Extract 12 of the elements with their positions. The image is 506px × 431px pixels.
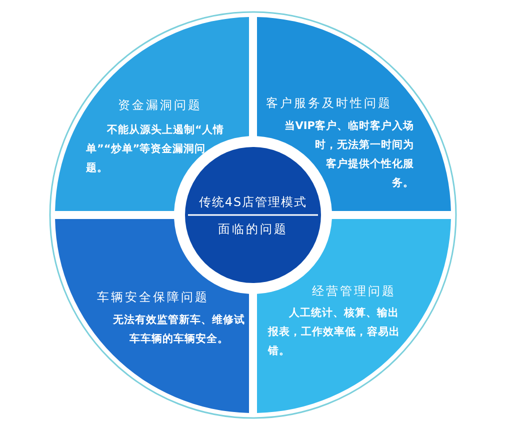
- segment-heading: 车辆安全保障问题: [97, 289, 209, 306]
- segment-text: 无法有效监管新车、维修试车车辆的车辆安全。: [112, 313, 246, 347]
- segment-text: 当VIP客户、临时客户入场时，无法第一时间为客户提供个性化服务。: [283, 118, 414, 191]
- segment-heading: 资金漏洞问题: [118, 97, 202, 114]
- segment-text: 人工统计、核算、输出报表，工作效率低，容易出错。: [268, 306, 401, 359]
- center-title: 传统4S店管理模式: [198, 194, 308, 211]
- segment-heading: 经营管理问题: [312, 283, 396, 300]
- segment-text: 不能从源头上遏制“人情单”“炒单”等资金漏洞问题。: [86, 123, 225, 176]
- segment-heading: 客户服务及时性问题: [266, 95, 392, 112]
- center-subtitle: 面临的问题: [217, 221, 289, 238]
- quadrant-segment: [257, 219, 451, 413]
- quadrant-segment: [257, 17, 451, 211]
